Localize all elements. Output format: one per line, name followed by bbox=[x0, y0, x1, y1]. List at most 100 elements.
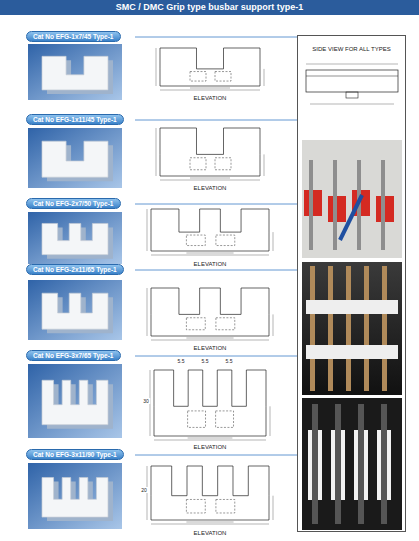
side-view-outline bbox=[306, 70, 398, 92]
busbar bbox=[382, 266, 387, 391]
busbar bbox=[358, 404, 364, 524]
dimension-line bbox=[306, 64, 398, 65]
dimension-line bbox=[273, 496, 274, 520]
dimension-line bbox=[273, 314, 274, 336]
view-caption: ELEVATION bbox=[193, 95, 228, 101]
elevation-outline bbox=[154, 370, 266, 436]
hidden-hole bbox=[216, 499, 235, 512]
dimension-line bbox=[151, 340, 269, 341]
separator-line bbox=[135, 270, 297, 271]
catalog-number: Cat No EFG-2x11/65 Type-1 bbox=[33, 266, 117, 273]
view-caption: ELEVATION bbox=[193, 444, 228, 450]
separator-line bbox=[135, 356, 297, 357]
side-view-drawing bbox=[306, 64, 398, 104]
hidden-hole bbox=[190, 72, 206, 82]
view-caption: ELEVATION bbox=[193, 261, 228, 267]
dimension-value: 5.5 bbox=[201, 358, 210, 364]
hidden-hole bbox=[216, 411, 234, 428]
dimension-line bbox=[264, 69, 265, 86]
dimension-value: 30 bbox=[142, 398, 150, 404]
view-caption: ELEVATION bbox=[193, 185, 228, 191]
product-photos bbox=[28, 44, 122, 529]
hidden-hole bbox=[186, 318, 205, 330]
side-view-notch bbox=[346, 92, 358, 98]
hidden-hole bbox=[188, 411, 206, 428]
hidden-hole bbox=[216, 318, 235, 330]
catalog-number-tag: Cat No EFG-2x11/65 Type-1 bbox=[26, 264, 124, 275]
support-body bbox=[42, 56, 108, 90]
dimension-line bbox=[151, 524, 269, 525]
dimension-value: 20 bbox=[140, 487, 148, 493]
photo-background bbox=[28, 44, 122, 100]
catalog-number-tag: Cat No EFG-1x7/45 Type-1 bbox=[26, 31, 121, 42]
catalog-number-tag: Cat No EFG-3x7/65 Type-1 bbox=[26, 350, 121, 361]
screwdriver bbox=[340, 195, 362, 240]
dimension-line bbox=[270, 406, 271, 436]
hidden-hole bbox=[186, 499, 205, 512]
photo-background bbox=[302, 262, 402, 395]
title-bar bbox=[0, 0, 419, 15]
photo-background bbox=[302, 140, 402, 258]
dimension-line bbox=[154, 440, 266, 441]
hidden-hole bbox=[215, 158, 231, 170]
dimension-line bbox=[186, 338, 233, 339]
separator-line bbox=[135, 204, 297, 205]
dimension-line bbox=[190, 88, 230, 89]
view-caption: ELEVATION bbox=[193, 345, 228, 351]
side-view-panel: SIDE VIEW FOR ALL TYPES bbox=[297, 35, 406, 532]
photo-background bbox=[28, 128, 122, 188]
copper-bar bbox=[309, 160, 313, 250]
catalog-number: Cat No EFG-2x7/50 Type-1 bbox=[33, 200, 114, 207]
photo-background bbox=[302, 398, 402, 530]
installation-photos bbox=[302, 140, 402, 530]
copper-bar bbox=[333, 160, 337, 250]
dimension-line bbox=[160, 180, 260, 181]
dimension-line bbox=[160, 90, 260, 91]
separator-line bbox=[135, 120, 297, 121]
white-support bbox=[306, 345, 398, 359]
support-body bbox=[42, 141, 108, 177]
elevation-drawings bbox=[147, 48, 273, 524]
dimension-line bbox=[151, 255, 269, 256]
dimension-line bbox=[264, 154, 265, 176]
dimension-line bbox=[156, 48, 157, 86]
dimension-line bbox=[147, 466, 148, 520]
catalog-number: Cat No EFG-1x11/45 Type-1 bbox=[33, 116, 117, 123]
hidden-hole bbox=[215, 72, 231, 82]
catalog-number-tag: Cat No EFG-2x7/50 Type-1 bbox=[26, 198, 121, 209]
busbar bbox=[328, 266, 333, 391]
support-body bbox=[42, 380, 108, 424]
side-view-line bbox=[306, 76, 398, 77]
dimension-line bbox=[147, 209, 148, 251]
elevation-outline bbox=[151, 288, 269, 336]
catalog-number: Cat No EFG-3x11/90 Type-1 bbox=[33, 451, 117, 458]
view-caption: ELEVATION bbox=[193, 530, 228, 536]
catalog-number-tag: Cat No EFG-1x11/45 Type-1 bbox=[26, 114, 124, 125]
photo-background bbox=[28, 212, 122, 264]
copper-bar bbox=[381, 160, 385, 250]
busbar bbox=[346, 266, 351, 391]
elevation-outline bbox=[160, 128, 260, 176]
dimension-value: 5.5 bbox=[225, 358, 234, 364]
support-body bbox=[42, 478, 108, 518]
dimension-line bbox=[310, 104, 394, 105]
separator-line bbox=[135, 455, 297, 456]
hidden-hole bbox=[190, 158, 206, 170]
catalog-number-tag: Cat No EFG-3x11/90 Type-1 bbox=[26, 449, 124, 460]
busbar bbox=[335, 404, 341, 524]
white-support bbox=[306, 300, 398, 314]
dimension-line bbox=[273, 232, 274, 251]
busbar bbox=[310, 266, 315, 391]
dimension-line bbox=[190, 178, 230, 179]
hidden-hole bbox=[216, 235, 235, 246]
support-body bbox=[42, 223, 108, 254]
photo-background bbox=[28, 280, 122, 340]
panel-heading: SIDE VIEW FOR ALL TYPES bbox=[298, 46, 405, 52]
dimension-line bbox=[186, 522, 233, 523]
busbar bbox=[381, 404, 387, 524]
separator-line bbox=[135, 37, 297, 38]
photo-background bbox=[28, 463, 122, 529]
elevation-outline bbox=[151, 466, 269, 520]
page-title: SMC / DMC Grip type busbar support type-… bbox=[0, 2, 419, 12]
